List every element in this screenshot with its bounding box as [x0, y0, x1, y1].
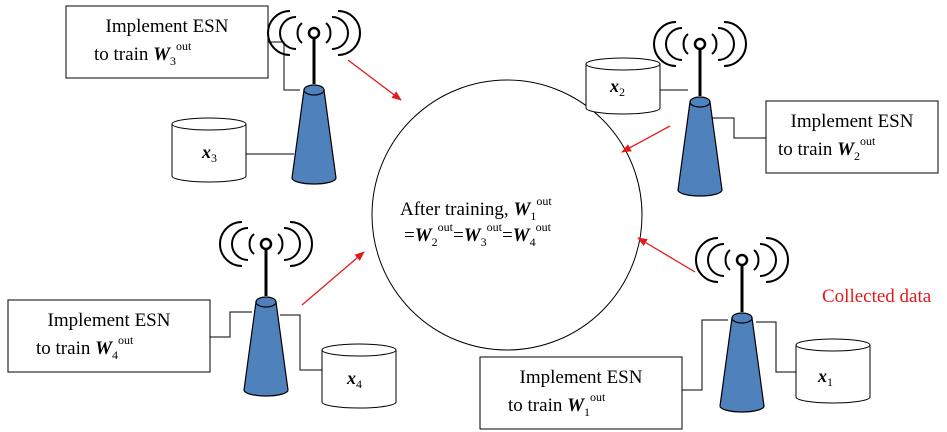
upload-arrow-4 [301, 251, 365, 306]
antenna-icon [695, 237, 789, 413]
database-icon [585, 57, 661, 115]
esn-box-3-line1: Implement ESN [106, 16, 229, 37]
esn-box-2-line2: to train W2out [778, 134, 876, 163]
link-box-tower-3 [268, 41, 300, 91]
database-icon [321, 343, 397, 409]
dataset-label-1: x1 [817, 366, 833, 389]
node-1: Implement ESN to train W1out x1 Collecte… [479, 237, 932, 430]
database-icon [171, 117, 247, 183]
esn-box-4-line2: to train W4out [36, 333, 134, 362]
dataset-label-3: x3 [201, 142, 217, 165]
antenna-icon [219, 221, 313, 397]
esn-box-2-line1: Implement ESN [791, 111, 914, 132]
link-box-tower-2 [712, 117, 766, 139]
esn-box-3-line2: to train W3out [94, 39, 192, 68]
esn-box-1-line2: to train W1out [508, 390, 606, 419]
esn-box-2 [765, 100, 939, 174]
dataset-label-4: x4 [346, 368, 362, 391]
upload-arrow-2 [621, 125, 671, 153]
esn-box-1 [479, 356, 683, 430]
antenna-icon [267, 10, 361, 185]
collected-data-label: Collected data [822, 286, 932, 307]
link-db-tower-4 [280, 314, 322, 371]
link-db-tower-1 [756, 321, 796, 373]
node-3: Implement ESN to train W3out x3 [65, 5, 402, 185]
aggregation-circle [371, 79, 643, 351]
link-box-tower-1 [682, 319, 728, 391]
database-icon [795, 338, 871, 404]
node-4: Implement ESN to train W4out x4 [7, 221, 397, 409]
central-server: After training, W1out =W2out=W3out=W4out [371, 79, 643, 351]
upload-arrow-3 [347, 59, 402, 101]
center-text-line1: After training, W1out [400, 194, 552, 223]
dataset-label-2: x2 [609, 76, 625, 99]
esn-box-4-line1: Implement ESN [48, 310, 171, 331]
upload-arrow-1 [637, 237, 696, 273]
node-2: x2 Implement ESN to train W2out [585, 21, 939, 197]
esn-box-4 [7, 299, 211, 373]
link-box-tower-4 [210, 311, 252, 338]
antenna-icon [653, 21, 747, 197]
esn-box-1-line1: Implement ESN [520, 367, 643, 388]
esn-box-3 [65, 5, 269, 79]
center-text-line2: =W2out=W3out=W4out [404, 220, 552, 249]
